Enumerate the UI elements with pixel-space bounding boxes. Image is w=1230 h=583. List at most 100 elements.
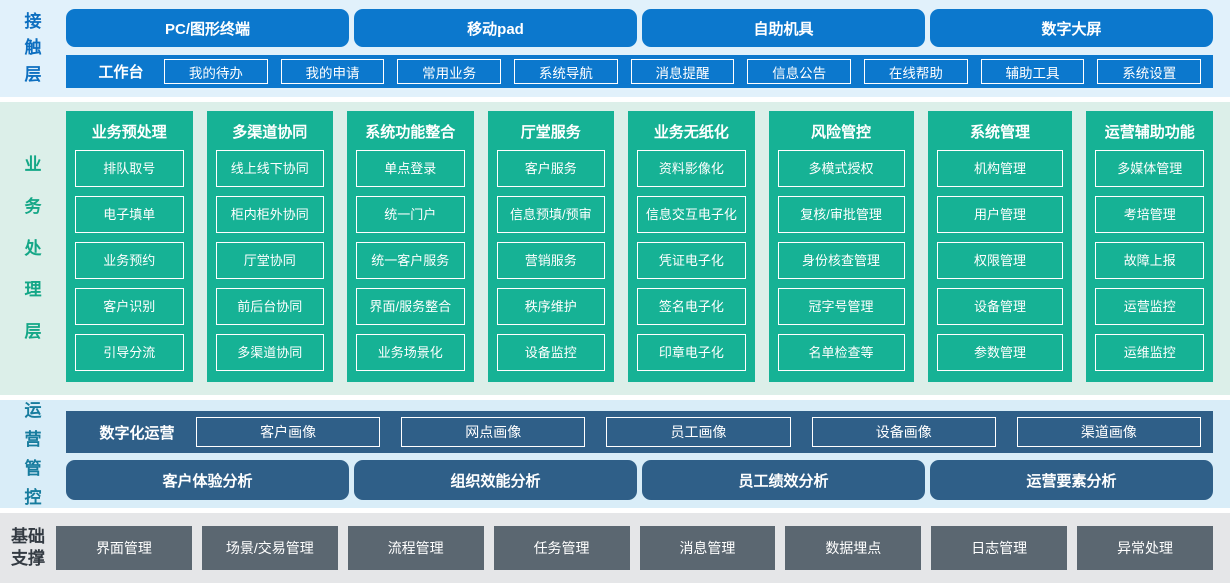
foundation-button[interactable]: 流程管理 — [347, 526, 484, 570]
digital-ops-label: 数字化运营 — [99, 424, 175, 442]
digital-ops-item[interactable]: 客户画像 — [196, 417, 381, 447]
terminal-button[interactable]: 移动pad — [354, 9, 637, 47]
foundation-button[interactable]: 场景/交易管理 — [201, 526, 338, 570]
business-item[interactable]: 柜内柜外协同 — [215, 196, 325, 233]
business-column-items: 多媒体管理 考培管理 故障上报 运营监控 运维监控 — [1095, 150, 1204, 371]
workbench-item[interactable]: 在线帮助 — [864, 59, 968, 84]
foundation-button[interactable]: 异常处理 — [1077, 526, 1213, 570]
workbench-item[interactable]: 消息提醒 — [630, 59, 735, 84]
workbench-label: 工作台 — [98, 64, 144, 81]
operation-layer-body: 数字化运营 客户画像 网点画像 员工画像 设备画像 渠道画像 客户体验分析 — [66, 400, 1230, 508]
business-item[interactable]: 名单检查等 — [777, 334, 905, 371]
digital-ops-item[interactable]: 员工画像 — [606, 417, 791, 447]
business-item[interactable]: 身份核查管理 — [777, 242, 905, 279]
business-column-items: 单点登录 统一门户 统一客户服务 界面/服务整合 业务场景化 — [356, 150, 465, 371]
foundation-button[interactable]: 界面管理 — [56, 526, 192, 570]
business-item[interactable]: 设备管理 — [936, 288, 1064, 325]
business-item[interactable]: 用户管理 — [936, 196, 1064, 233]
workbench-item[interactable]: 信息公告 — [747, 59, 852, 84]
workbench-item[interactable]: 系统设置 — [1097, 59, 1202, 84]
business-item[interactable]: 引导分流 — [75, 334, 184, 371]
workbench-items: 我的待办 我的申请 常用业务 系统导航 消息提醒 信息公告 在线帮助 辅助工具 … — [164, 59, 1202, 84]
terminal-button[interactable]: 自助机具 — [642, 9, 925, 47]
business-item[interactable]: 冠字号管理 — [777, 288, 905, 325]
workbench-item[interactable]: 系统导航 — [514, 59, 618, 84]
business-item[interactable]: 排队取号 — [75, 150, 184, 187]
operation-layer-label: 运营管控 — [0, 400, 66, 508]
business-item[interactable]: 印章电子化 — [637, 334, 746, 371]
terminal-button[interactable]: 数字大屏 — [930, 9, 1213, 47]
workbench-item[interactable]: 我的申请 — [280, 59, 385, 84]
business-item[interactable]: 信息预填/预审 — [496, 196, 606, 233]
business-item[interactable]: 权限管理 — [936, 242, 1064, 279]
business-item[interactable]: 单点登录 — [356, 150, 465, 187]
foundation-button[interactable]: 日志管理 — [931, 526, 1068, 570]
contact-layer-label: 接触层 — [0, 0, 66, 97]
business-column: 系统功能整合 单点登录 统一门户 统一客户服务 界面/服务整合 业务场景化 — [347, 111, 474, 382]
business-item[interactable]: 界面/服务整合 — [356, 288, 465, 325]
workbench-item[interactable]: 常用业务 — [397, 59, 502, 84]
business-item[interactable]: 多渠道协同 — [215, 334, 325, 371]
foundation-layer-label: 基础支撑 — [0, 513, 56, 583]
business-item[interactable]: 前后台协同 — [215, 288, 325, 325]
business-item[interactable]: 运营监控 — [1095, 288, 1204, 325]
foundation-button[interactable]: 任务管理 — [493, 526, 630, 570]
business-columns: 业务预处理 排队取号 电子填单 业务预约 客户识别 引导分流 — [66, 102, 1230, 395]
business-layer-label: 业务处理层 — [0, 102, 66, 395]
business-item[interactable]: 多模式授权 — [777, 150, 905, 187]
business-item[interactable]: 签名电子化 — [637, 288, 746, 325]
business-item[interactable]: 多媒体管理 — [1095, 150, 1204, 187]
workbench-bar: 工作台 我的待办 我的申请 常用业务 系统导航 消息提醒 信息公告 在线帮助 — [66, 55, 1213, 88]
analysis-button[interactable]: 员工绩效分析 — [642, 460, 925, 500]
digital-ops-items: 客户画像 网点画像 员工画像 设备画像 渠道画像 — [196, 417, 1202, 447]
business-column-items: 客户服务 信息预填/预审 营销服务 秩序维护 设备监控 — [496, 150, 606, 371]
business-column-title: 系统功能整合 — [365, 124, 456, 141]
business-item[interactable]: 资料影像化 — [637, 150, 746, 187]
business-item[interactable]: 故障上报 — [1095, 242, 1204, 279]
business-column: 业务无纸化 资料影像化 信息交互电子化 凭证电子化 签名电子化 印章电子化 — [628, 111, 755, 382]
foundation-items: 界面管理 场景/交易管理 流程管理 任务管理 消息管理 数据埋点 日志管理 异常… — [56, 513, 1230, 583]
business-item[interactable]: 客户识别 — [75, 288, 184, 325]
business-item[interactable]: 统一门户 — [356, 196, 465, 233]
analysis-button[interactable]: 客户体验分析 — [66, 460, 349, 500]
business-column-items: 排队取号 电子填单 业务预约 客户识别 引导分流 — [75, 150, 184, 371]
digital-ops-item[interactable]: 设备画像 — [811, 417, 996, 447]
digital-ops-bar: 数字化运营 客户画像 网点画像 员工画像 设备画像 渠道画像 — [66, 411, 1213, 453]
business-item[interactable]: 运维监控 — [1095, 334, 1204, 371]
workbench-item[interactable]: 辅助工具 — [980, 59, 1085, 84]
business-column-title: 运营辅助功能 — [1104, 124, 1195, 141]
business-item[interactable]: 参数管理 — [936, 334, 1064, 371]
contact-layer-body: PC/图形终端 移动pad 自助机具 数字大屏 工作台 我的待办 我的申请 常用… — [66, 0, 1230, 97]
business-item[interactable]: 客户服务 — [496, 150, 606, 187]
digital-ops-item[interactable]: 渠道画像 — [1016, 417, 1202, 447]
foundation-button[interactable]: 消息管理 — [639, 526, 776, 570]
terminal-button[interactable]: PC/图形终端 — [66, 9, 349, 47]
business-column: 多渠道协同 线上线下协同 柜内柜外协同 厅堂协同 前后台协同 多渠道协同 — [206, 111, 334, 382]
contact-layer-label-text: 接触层 — [24, 11, 42, 84]
business-item[interactable]: 复核/审批管理 — [777, 196, 905, 233]
business-item[interactable]: 统一客户服务 — [356, 242, 465, 279]
business-item[interactable]: 电子填单 — [75, 196, 184, 233]
business-item[interactable]: 考培管理 — [1095, 196, 1204, 233]
business-item[interactable]: 线上线下协同 — [215, 150, 325, 187]
business-item[interactable]: 厅堂协同 — [215, 242, 325, 279]
business-item[interactable]: 秩序维护 — [496, 288, 606, 325]
business-item[interactable]: 信息交互电子化 — [637, 196, 746, 233]
terminal-row: PC/图形终端 移动pad 自助机具 数字大屏 — [66, 9, 1213, 47]
analysis-button[interactable]: 组织效能分析 — [354, 460, 637, 500]
business-item[interactable]: 业务预约 — [75, 242, 184, 279]
foundation-button[interactable]: 数据埋点 — [785, 526, 922, 570]
business-item[interactable]: 业务场景化 — [356, 334, 465, 371]
foundation-layer-label-text: 基础支撑 — [11, 526, 45, 568]
business-column-items: 多模式授权 复核/审批管理 身份核查管理 冠字号管理 名单检查等 — [777, 150, 905, 371]
business-column-title: 多渠道协同 — [232, 124, 308, 141]
analysis-button[interactable]: 运营要素分析 — [930, 460, 1213, 500]
business-column-title: 业务预处理 — [91, 124, 167, 141]
business-item[interactable]: 设备监控 — [496, 334, 606, 371]
business-item[interactable]: 凭证电子化 — [637, 242, 746, 279]
workbench-item[interactable]: 我的待办 — [164, 59, 268, 84]
business-item[interactable]: 营销服务 — [496, 242, 606, 279]
business-item[interactable]: 机构管理 — [936, 150, 1064, 187]
business-layer-section: 业务处理层 业务预处理 排队取号 电子填单 业务预约 客户识别 引导分流 — [0, 102, 1230, 395]
digital-ops-item[interactable]: 网点画像 — [401, 417, 586, 447]
